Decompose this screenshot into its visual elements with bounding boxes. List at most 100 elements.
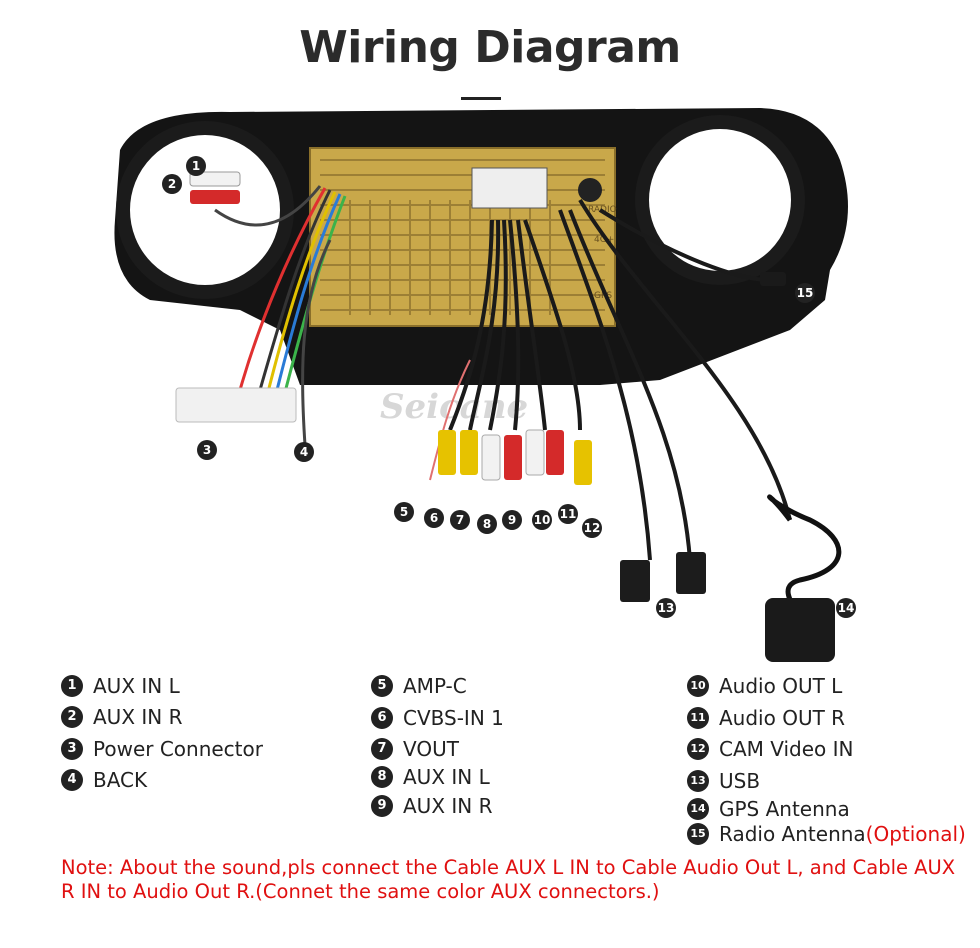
radio-antenna-plug bbox=[760, 272, 786, 286]
rca-plug-yellow-12 bbox=[574, 440, 592, 485]
callout-10: 10 bbox=[532, 510, 552, 530]
unit-grille bbox=[320, 159, 605, 311]
legend-number-badge: 10 bbox=[687, 675, 709, 697]
legend-item-3: 3 Power Connector bbox=[61, 737, 263, 761]
rca-plug-white-8 bbox=[481, 434, 501, 481]
legend-number-badge: 11 bbox=[687, 707, 709, 729]
rca-plugs bbox=[438, 429, 592, 485]
svg-text:14: 14 bbox=[838, 601, 855, 615]
legend-label: Power Connector bbox=[93, 737, 263, 761]
legend-label: AUX IN R bbox=[93, 705, 183, 729]
rca-plug-red-11 bbox=[546, 430, 564, 475]
wiring-note: Note: About the sound,pls connect the Ca… bbox=[61, 856, 956, 903]
legend-number-badge: 3 bbox=[61, 738, 83, 760]
legend-label: AUX IN R bbox=[403, 794, 493, 818]
right-vent-ring bbox=[635, 115, 805, 285]
rca-plug-white-10 bbox=[525, 429, 545, 476]
svg-text:7: 7 bbox=[456, 513, 464, 527]
aux-plug-red-2 bbox=[190, 190, 240, 204]
legend-item-14: 14 GPS Antenna bbox=[687, 797, 850, 821]
svg-text:6: 6 bbox=[430, 511, 438, 525]
usb-plug-a bbox=[620, 560, 650, 602]
callout-5: 5 bbox=[394, 502, 414, 522]
legend-item-1: 1 AUX IN L bbox=[61, 674, 180, 698]
svg-text:5: 5 bbox=[400, 505, 408, 519]
power-connector bbox=[175, 387, 297, 423]
legend-label: AUX IN L bbox=[93, 674, 180, 698]
rca-plug-yellow-7 bbox=[460, 430, 478, 475]
unit-grille-vertical bbox=[349, 200, 551, 315]
legend-item-5: 5 AMP-C bbox=[371, 674, 467, 698]
legend-number-badge: 4 bbox=[61, 769, 83, 791]
callout-3: 3 bbox=[197, 440, 217, 460]
callout-4: 4 bbox=[294, 442, 314, 462]
unit-connector-block bbox=[471, 167, 548, 209]
callout-8: 8 bbox=[477, 514, 497, 534]
svg-text:1: 1 bbox=[192, 159, 200, 173]
svg-text:2: 2 bbox=[168, 177, 176, 191]
left-vent-ring bbox=[116, 121, 294, 299]
legend-number-badge: 1 bbox=[61, 675, 83, 697]
wiring-illustration: RADIO 4G+ GPS Seicane bbox=[114, 108, 856, 662]
legend-label: Audio OUT L bbox=[719, 674, 843, 698]
legend-number-badge: 15 bbox=[687, 823, 709, 845]
callout-13: 13 bbox=[656, 598, 676, 618]
callout-12: 12 bbox=[582, 518, 602, 538]
callout-6: 6 bbox=[424, 508, 444, 528]
legend-number-badge: 5 bbox=[371, 675, 393, 697]
amp-c-wire bbox=[429, 359, 471, 481]
left-harness bbox=[214, 185, 347, 446]
legend-item-4: 4 BACK bbox=[61, 768, 147, 792]
callout-11: 11 bbox=[558, 504, 578, 524]
callout-2: 2 bbox=[162, 174, 182, 194]
legend-label: CAM Video IN bbox=[719, 737, 854, 761]
legend-item-2: 2 AUX IN R bbox=[61, 705, 183, 729]
callout-7: 7 bbox=[450, 510, 470, 530]
legend-number-badge: 13 bbox=[687, 770, 709, 792]
radio-antenna-port bbox=[578, 178, 602, 202]
legend-item-10: 10 Audio OUT L bbox=[687, 674, 842, 698]
gps-cable bbox=[767, 494, 842, 612]
callout-9: 9 bbox=[502, 510, 522, 530]
svg-text:10: 10 bbox=[534, 513, 551, 527]
legend-item-15: 15 Radio Antenna(Optional) bbox=[687, 822, 966, 846]
legend-label: GPS Antenna bbox=[719, 797, 850, 821]
legend-label: CVBS-IN 1 bbox=[403, 706, 504, 730]
legend-item-7: 7 VOUT bbox=[371, 737, 459, 761]
unit-label-gps: GPS bbox=[594, 291, 612, 301]
callout-1: 1 bbox=[186, 156, 206, 176]
legend-label: AUX IN L bbox=[403, 765, 490, 789]
legend-item-9: 9 AUX IN R bbox=[371, 794, 493, 818]
unit-label-4g: 4G+ bbox=[594, 235, 614, 245]
optional-tag: (Optional) bbox=[865, 822, 966, 846]
page-title: Wiring Diagram bbox=[299, 22, 681, 73]
legend-number-badge: 6 bbox=[371, 707, 393, 729]
usb-plug-b bbox=[676, 552, 706, 594]
center-cables bbox=[448, 198, 792, 561]
callout-14: 14 bbox=[836, 598, 856, 618]
gps-antenna-puck bbox=[765, 598, 835, 662]
legend-item-6: 6 CVBS-IN 1 bbox=[371, 706, 504, 730]
svg-text:13: 13 bbox=[658, 601, 675, 615]
svg-text:8: 8 bbox=[483, 517, 491, 531]
legend-label: AMP-C bbox=[403, 674, 467, 698]
rca-plug-red-9 bbox=[504, 435, 522, 480]
legend-number-badge: 9 bbox=[371, 795, 393, 817]
svg-text:9: 9 bbox=[508, 513, 516, 527]
svg-text:11: 11 bbox=[560, 507, 577, 521]
legend-label: Audio OUT R bbox=[719, 706, 846, 730]
legend-number-badge: 8 bbox=[371, 766, 393, 788]
rca-plug-yellow-6 bbox=[438, 430, 456, 475]
svg-text:15: 15 bbox=[797, 286, 814, 300]
legend-number-badge: 2 bbox=[61, 706, 83, 728]
svg-text:3: 3 bbox=[203, 443, 211, 457]
legend-item-11: 11 Audio OUT R bbox=[687, 706, 845, 730]
legend-label: VOUT bbox=[403, 737, 459, 761]
title-underline bbox=[461, 97, 501, 100]
legend-item-13: 13 USB bbox=[687, 769, 760, 793]
legend-number-badge: 12 bbox=[687, 738, 709, 760]
legend-label: USB bbox=[719, 769, 761, 793]
aux-plug-white-1 bbox=[189, 171, 241, 187]
legend-number-badge: 14 bbox=[687, 798, 709, 820]
svg-text:4: 4 bbox=[300, 445, 308, 459]
